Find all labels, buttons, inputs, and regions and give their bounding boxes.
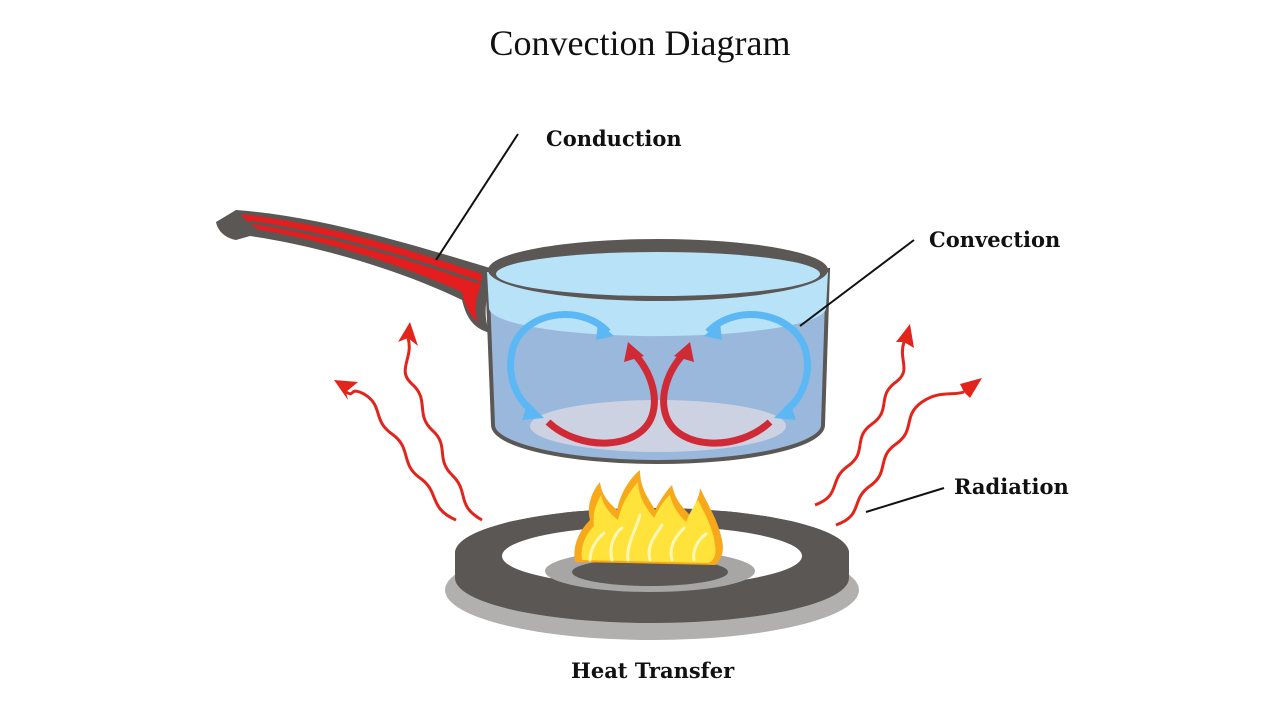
radiation-waves-right (814, 324, 982, 527)
pot (484, 239, 831, 464)
label-conduction: Conduction (546, 126, 682, 151)
convection-currents (507, 311, 811, 447)
label-convection: Convection (929, 227, 1061, 252)
radiation-waves-left (334, 322, 483, 522)
diagram-title: Convection Diagram (489, 23, 791, 63)
label-heat-transfer: Heat Transfer (571, 658, 735, 683)
leader-lines (435, 133, 945, 513)
flame (574, 470, 723, 565)
pot-handle (216, 210, 490, 333)
label-radiation: Radiation (954, 474, 1069, 499)
